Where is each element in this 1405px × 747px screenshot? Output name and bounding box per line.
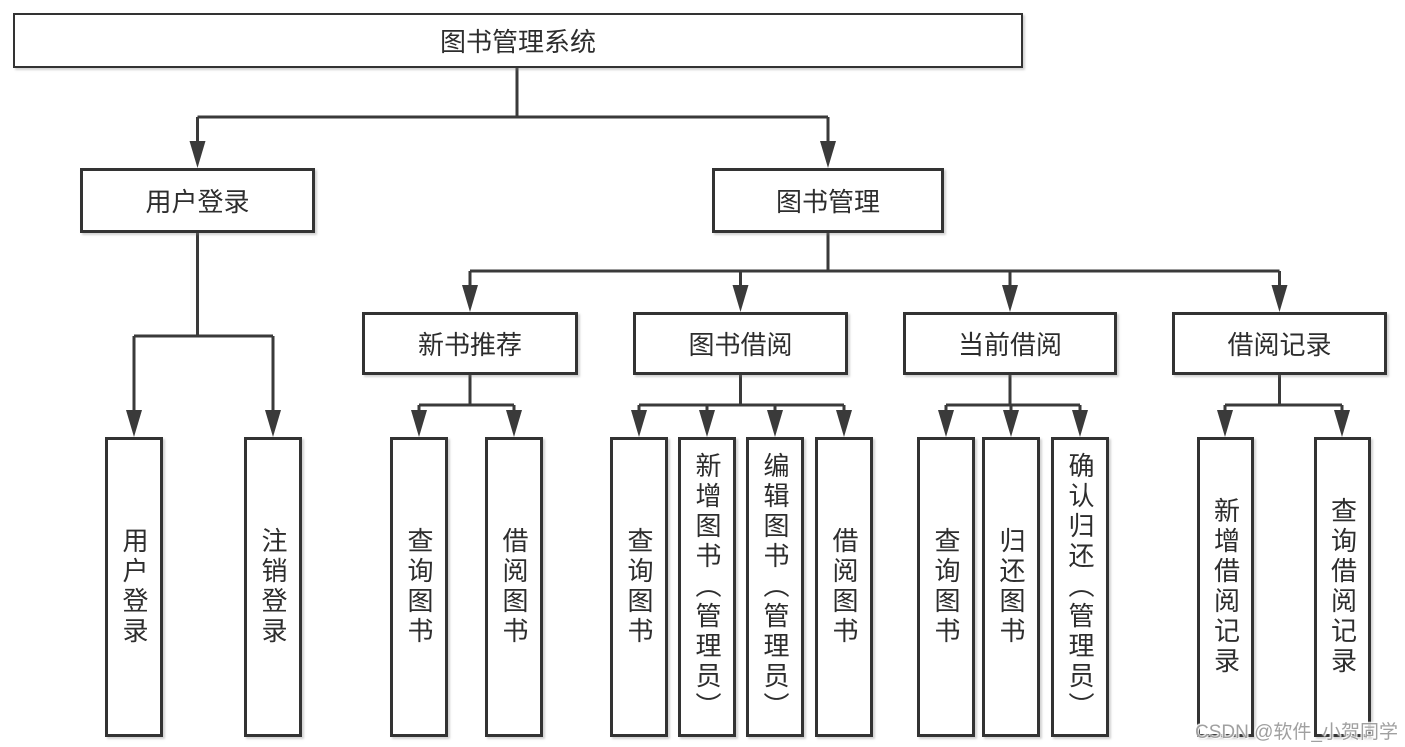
watermark: CSDN @软件_小贺同学 (1195, 722, 1398, 743)
node-borrow-records-label: 借阅记录 (1227, 330, 1332, 360)
leaf-confirm-return-admin-label: 确认归还（管理员） (1065, 452, 1095, 722)
node-book-borrow: 图书借阅 (633, 312, 848, 375)
leaf-add-books-admin-label: 新增图书（管理员） (692, 452, 722, 722)
node-current-borrow-label: 当前借阅 (957, 330, 1062, 360)
leaf-add-borrow-record-label: 新增借阅记录 (1210, 497, 1241, 677)
leaf-add-borrow-record: 新增借阅记录 (1197, 437, 1254, 737)
leaf-borrow-books-recommend: 借阅图书 (485, 437, 543, 737)
leaf-borrow-books-borrow: 借阅图书 (815, 437, 873, 737)
leaf-edit-books-admin-label: 编辑图书（管理员） (760, 452, 790, 722)
node-root: 图书管理系统 (13, 13, 1023, 68)
node-user-login: 用户登录 (80, 168, 315, 233)
node-user-login-label: 用户登录 (145, 187, 250, 217)
leaf-borrow-books-recommend-label: 借阅图书 (499, 527, 529, 647)
leaf-query-books-current: 查询图书 (917, 437, 975, 737)
leaf-logout: 注销登录 (244, 437, 302, 737)
leaf-add-books-admin: 新增图书（管理员） (678, 437, 736, 737)
leaf-query-books-recommend: 查询图书 (390, 437, 448, 737)
leaf-return-books-label: 归还图书 (996, 527, 1026, 647)
leaf-user-login-label: 用户登录 (119, 527, 149, 647)
leaf-query-borrow-record: 查询借阅记录 (1314, 437, 1371, 737)
leaf-confirm-return-admin: 确认归还（管理员） (1051, 437, 1109, 737)
leaf-query-books-borrow-label: 查询图书 (624, 527, 654, 647)
node-new-book-recommend: 新书推荐 (362, 312, 578, 375)
leaf-query-borrow-record-label: 查询借阅记录 (1327, 497, 1358, 677)
leaf-return-books: 归还图书 (982, 437, 1040, 737)
leaf-edit-books-admin: 编辑图书（管理员） (746, 437, 804, 737)
leaf-query-books-borrow: 查询图书 (610, 437, 668, 737)
node-new-book-recommend-label: 新书推荐 (417, 330, 522, 360)
node-current-borrow: 当前借阅 (903, 312, 1117, 375)
leaf-query-books-current-label: 查询图书 (931, 527, 961, 647)
node-root-label: 图书管理系统 (439, 27, 596, 57)
leaf-borrow-books-borrow-label: 借阅图书 (829, 527, 859, 647)
node-book-borrow-label: 图书借阅 (688, 330, 793, 360)
leaf-user-login: 用户登录 (105, 437, 163, 737)
node-book-management-label: 图书管理 (775, 187, 880, 217)
node-book-management: 图书管理 (712, 168, 944, 233)
leaf-query-books-recommend-label: 查询图书 (404, 527, 434, 647)
leaf-logout-label: 注销登录 (258, 527, 288, 647)
node-borrow-records: 借阅记录 (1172, 312, 1387, 375)
